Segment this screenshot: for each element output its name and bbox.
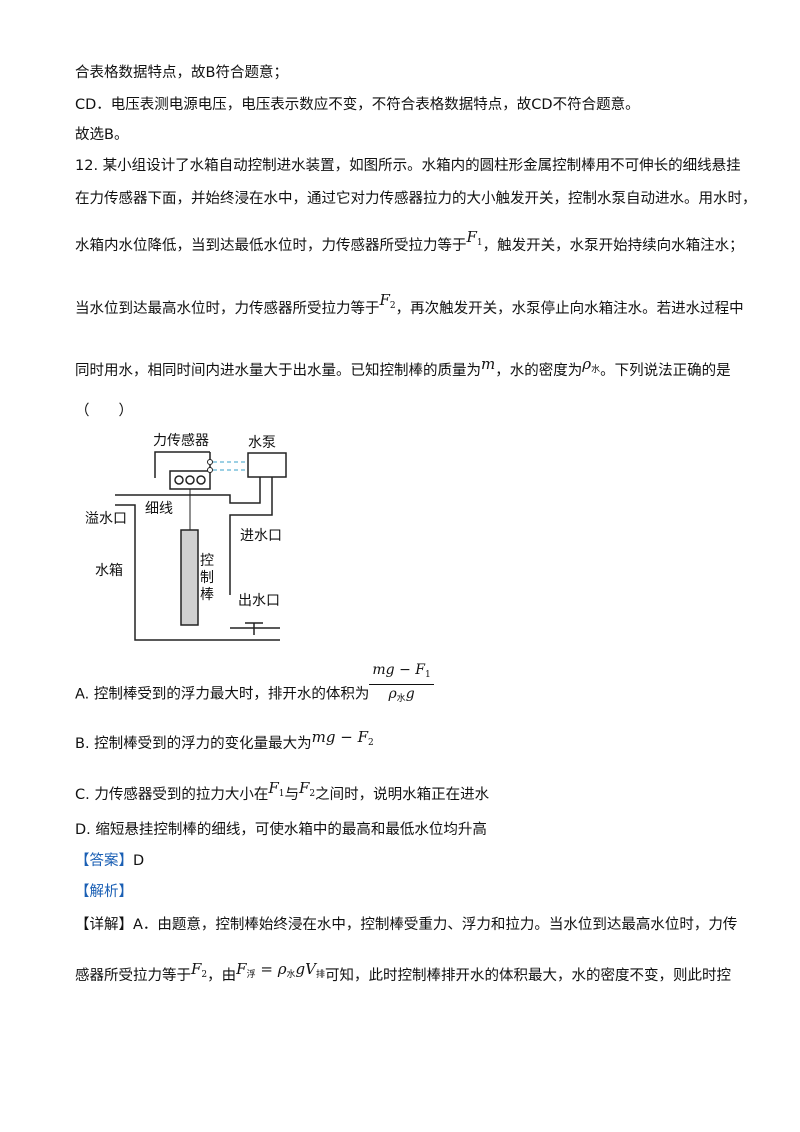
detail-line: 【详解】A．由题意，控制棒始终浸在水中，控制棒受重力、浮力和拉力。当水位到达最高… (75, 915, 740, 935)
text-segment: ，再次触发开关，水泵停止向水箱注水。若进水过程中 (395, 301, 744, 317)
question-line: 同时用水，相同时间内进水量大于出水量。已知控制棒的质量为m，水的密度为ρ水。下列… (75, 355, 740, 386)
option-text: B. 控制棒受到的浮力的变化量最大为 (75, 736, 312, 752)
formula-F2: F2 (299, 779, 316, 799)
sensor-coil (185, 475, 195, 485)
rod-label: 棒 (200, 587, 214, 603)
question-line: 当水位到达最高水位时，力传感器所受拉力等于F2，再次触发开关，水泵停止向水箱注水… (75, 291, 744, 324)
answer-line: 【答案】D (75, 851, 740, 871)
water-tank-diagram: 力传感器 水泵 细线 溢水口 进水口 水箱 控 制 棒 出水口 (85, 432, 287, 641)
question-line: 12. 某小组设计了水箱自动控制进水装置，如图所示。水箱内的圆柱形金属控制棒用不… (75, 158, 741, 174)
tank-label: 水箱 (95, 563, 123, 579)
tank-left-bottom-wall (115, 504, 230, 641)
inlet-pipe (229, 477, 273, 595)
analysis-line: 【解析】 (75, 882, 740, 902)
sensor-body (169, 470, 211, 490)
overflow-label: 溢水口 (85, 511, 127, 527)
option-c: C. 力传感器受到的拉力大小在F1与F2之间时，说明水箱正在进水 (75, 779, 740, 810)
option-d: D. 缩短悬挂控制棒的细线，可使水箱中的最高和最低水位均升高 (75, 822, 487, 838)
option-text: 与 (284, 787, 300, 803)
detail-label: 【详解】 (75, 917, 133, 933)
answer-label: 【答案】 (75, 853, 133, 869)
sensor-frame (154, 451, 210, 478)
sensor-coil (196, 475, 206, 485)
text-segment: 水箱内水位降低，当到达最低水位时，力传感器所受拉力等于 (75, 238, 467, 254)
detail-text: ，由 (207, 968, 237, 984)
text-segment: ，水的密度为 (495, 363, 583, 379)
formula-rho-water: ρ水 (582, 355, 601, 375)
text-segment: 当水位到达最高水位时，力传感器所受拉力等于 (75, 301, 380, 317)
text-line: 故选B。 (75, 127, 129, 143)
thread-label: 细线 (145, 501, 173, 517)
sensor-label: 力传感器 (153, 432, 209, 449)
detail-text: 感器所受拉力等于 (75, 968, 191, 984)
formula-buoyancy: F浮 = ρ水gV排 (236, 960, 325, 980)
tank-top-wall (115, 477, 261, 504)
inlet-label: 进水口 (240, 528, 282, 544)
rod-label: 控 (200, 553, 214, 569)
question-line: 在力传感器下面，并始终浸在水中，通过它对力传感器拉力的大小触发开关，控制水泵自动… (75, 191, 757, 207)
formula-F1: F1 (466, 228, 483, 248)
sensor-coil (174, 475, 184, 485)
answer-value: D (133, 853, 145, 869)
detail-text: 可知，此时控制棒排开水的体积最大，水的密度不变，则此时控 (325, 968, 731, 984)
text-segment: 。下列说法正确的是 (600, 363, 731, 379)
switch-contact (207, 459, 213, 465)
text-line: 合表格数据特点，故B符合题意； (75, 65, 288, 81)
text-segment: ，触发开关，水泵开始持续向水箱注水； (482, 238, 744, 254)
option-b: B. 控制棒受到的浮力的变化量最大为mg − F2 (75, 728, 740, 759)
formula-F2: F2 (191, 960, 208, 980)
pump-box (247, 452, 287, 478)
control-rod (180, 529, 199, 626)
text-segment: 同时用水，相同时间内进水量大于出水量。已知控制棒的质量为 (75, 363, 481, 379)
formula-m: m (481, 355, 496, 373)
rod-label: 制 (200, 570, 214, 586)
formula-F2: F2 (379, 291, 396, 311)
option-text: C. 力传感器受到的拉力大小在 (75, 787, 269, 803)
analysis-label: 【解析】 (75, 884, 133, 900)
switch-contact (207, 467, 213, 473)
pump-label: 水泵 (248, 435, 276, 451)
outlet-label: 出水口 (238, 593, 280, 609)
question-line: 水箱内水位降低，当到达最低水位时，力传感器所受拉力等于F1，触发开关，水泵开始持… (75, 228, 744, 261)
formula-mg-F2: mg − F2 (311, 728, 374, 748)
text-line: CD．电压表测电源电压，电压表示数应不变，不符合表格数据特点，故CD不符合题意。 (75, 97, 640, 113)
formula-F1: F1 (268, 779, 285, 799)
detail-line: 感器所受拉力等于F2，由F浮 = ρ水gV排可知，此时控制棒排开水的体积最大，水… (75, 960, 740, 991)
option-text: A. 控制棒受到的浮力最大时，排开水的体积为 (75, 686, 370, 703)
option-text: 之间时，说明水箱正在进水 (315, 787, 490, 803)
detail-text: A．由题意，控制棒始终浸在水中，控制棒受重力、浮力和拉力。当水位到达最高水位时，… (133, 917, 738, 933)
question-blank: （ ） (75, 403, 133, 419)
